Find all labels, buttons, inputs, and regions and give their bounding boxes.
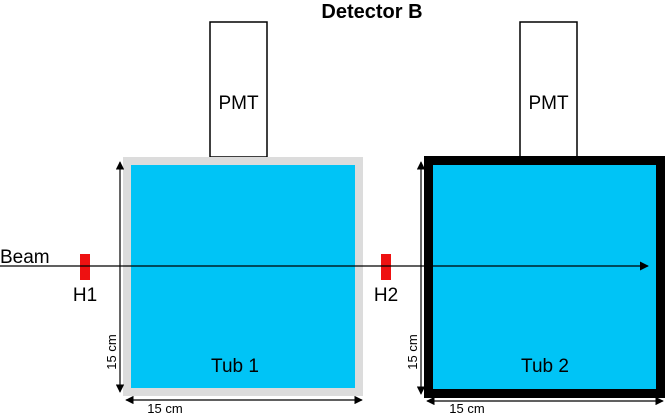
tub-2-label: Tub 2 [521,356,569,377]
tub-2-water [433,165,656,389]
tub-1: Tub 1 [123,157,363,396]
hodoscope-h2-label: H2 [374,285,398,306]
hodoscope-h2: H2 [374,254,398,306]
diagram-title: Detector B [321,1,422,23]
tub-2-width-label: 15 cm [449,401,484,415]
tub-2: Tub 2 [424,156,665,398]
beam: Beam [0,247,649,271]
tub-1-height-dimension: 15 cm [104,161,125,393]
pmt-2: PMT [519,21,578,158]
tub-2-width-dimension: 15 cm [426,396,664,416]
pmt-2-body [519,21,578,158]
tub-1-height-label: 15 cm [104,334,119,369]
tub-1-width-label: 15 cm [147,401,182,415]
hodoscope-h1-label: H1 [73,285,97,306]
pmt-1-body [209,21,268,158]
hodoscope-h2-paddle [381,254,391,280]
tub-2-height-label: 15 cm [405,334,420,369]
tub-1-label: Tub 1 [211,356,259,377]
tub-1-water [131,165,355,388]
pmt-1: PMT [209,21,268,158]
beam-label: Beam [0,247,50,268]
hodoscope-h1: H1 [73,254,97,306]
tub-1-width-dimension: 15 cm [125,395,363,416]
hodoscope-h1-paddle [80,254,90,280]
tub-2-height-dimension: 15 cm [405,161,426,395]
pmt-2-label: PMT [528,93,569,114]
pmt-1-label: PMT [218,93,259,114]
